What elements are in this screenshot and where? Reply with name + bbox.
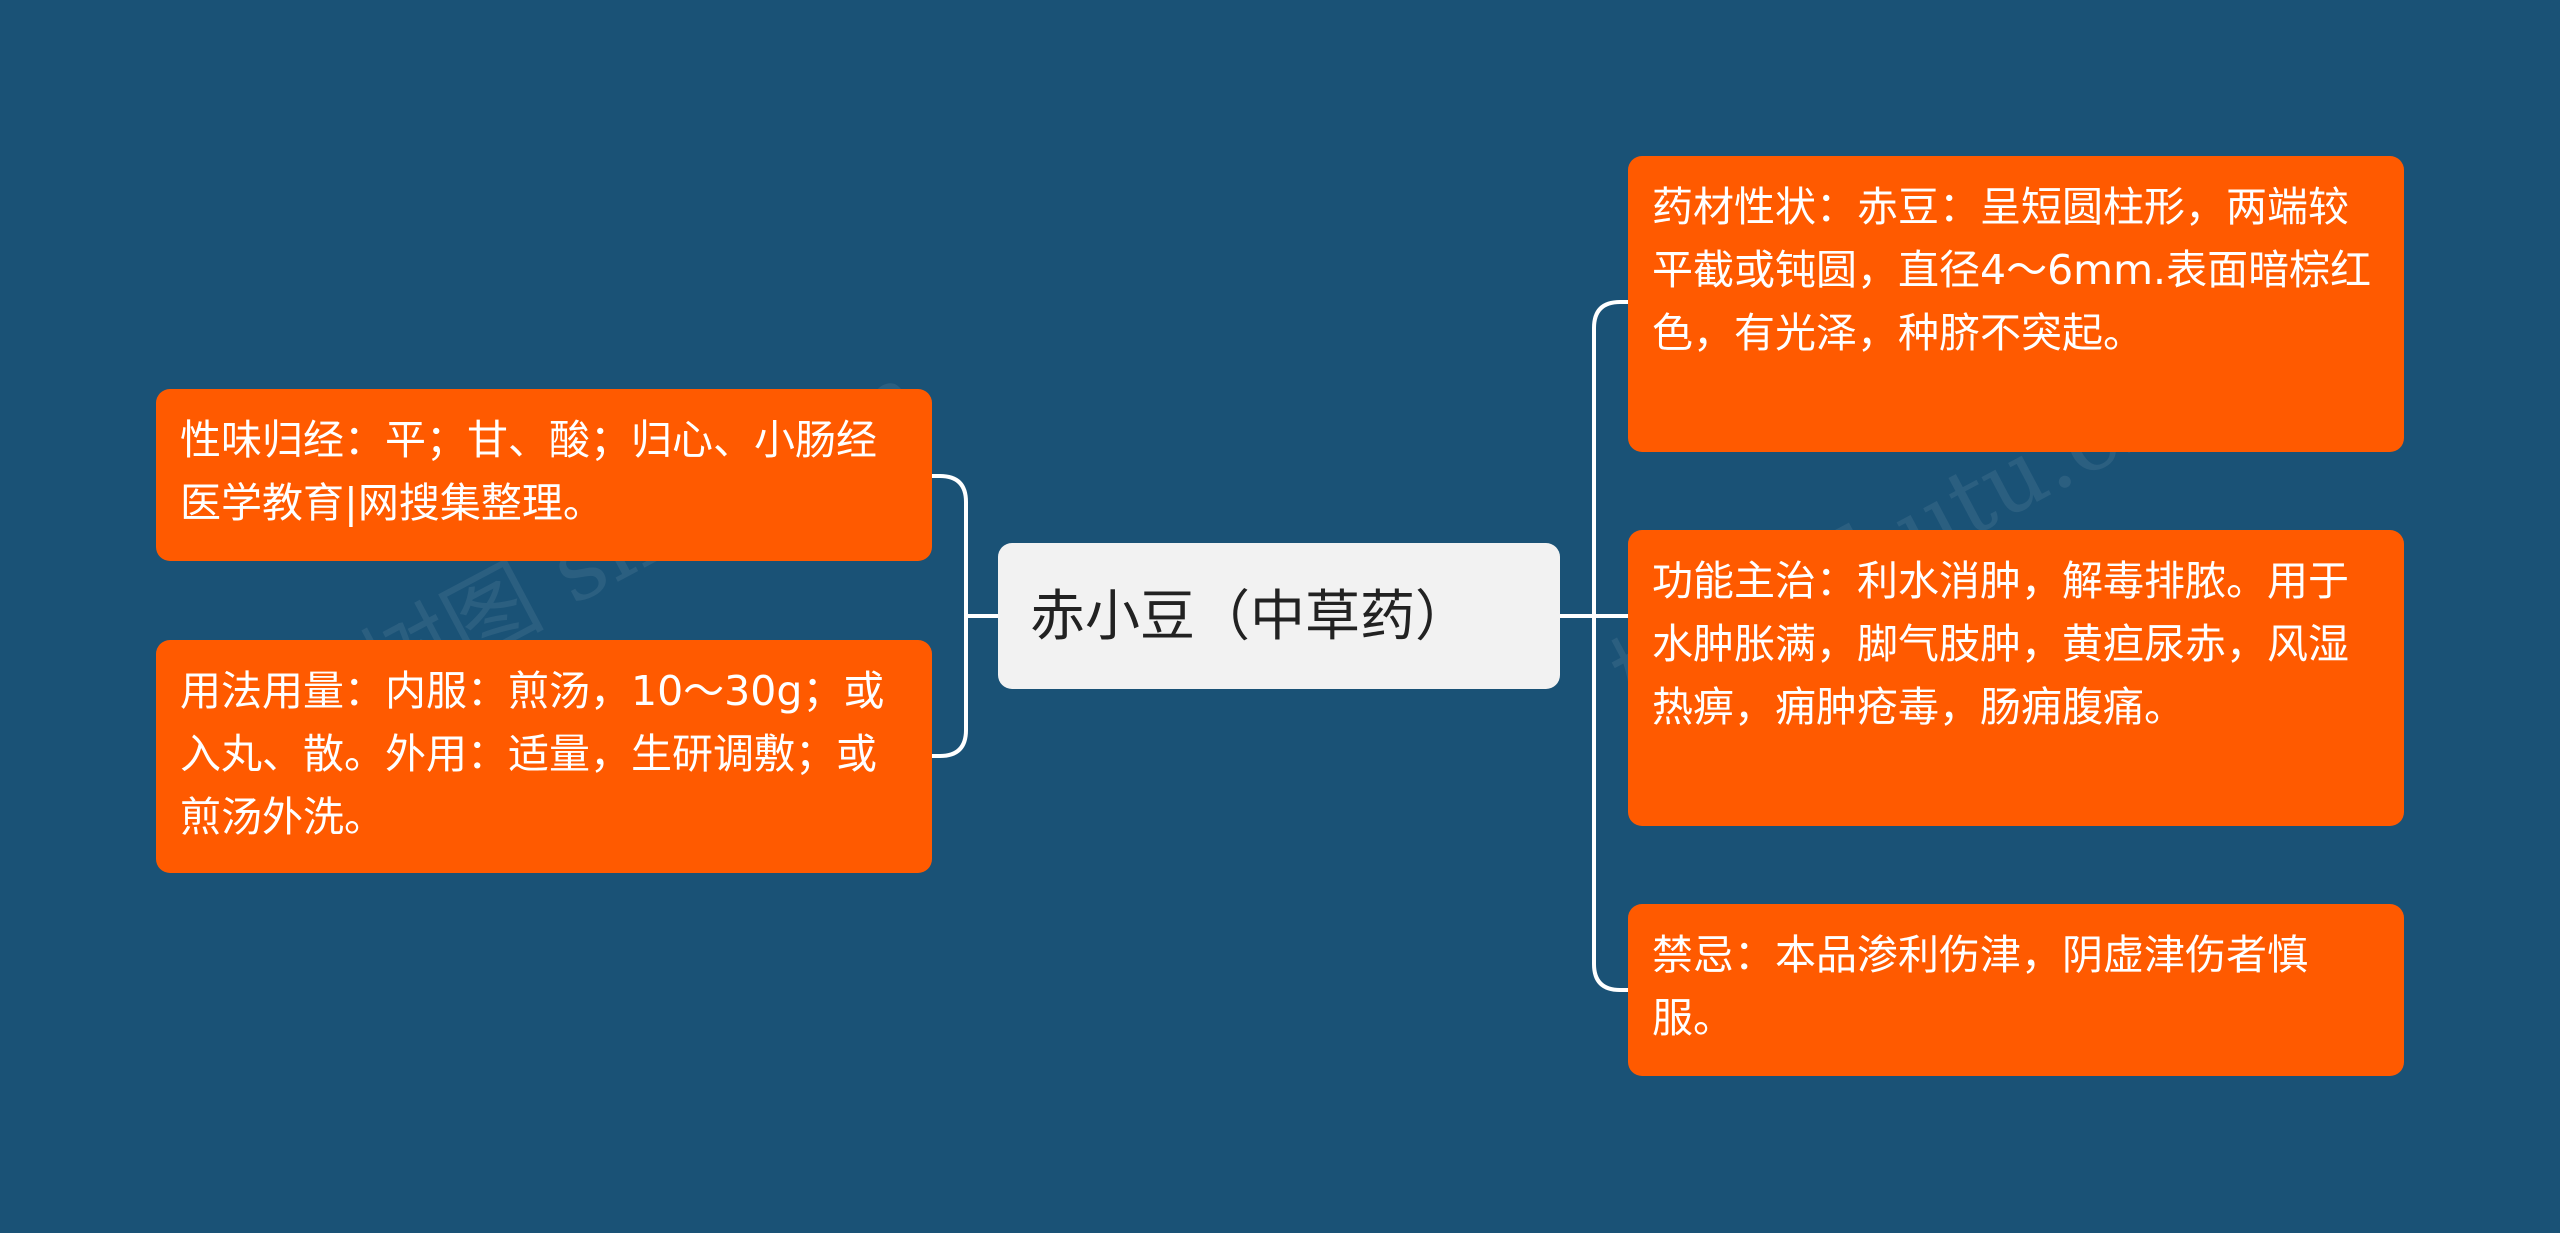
left-node-usage-dosage[interactable]: 用法用量：内服：煎汤，10～30g；或入丸、散。外用：适量，生研调敷；或煎汤外洗… <box>156 640 932 873</box>
right-node-functions[interactable]: 功能主治：利水消肿，解毒排脓。用于水肿胀满，脚气肢肿，黄疸尿赤，风湿热痹，痈肿疮… <box>1628 530 2404 826</box>
connector-left-0 <box>930 474 968 618</box>
left-node-flavor-meridian[interactable]: 性味归经：平；甘、酸；归心、小肠经医学教育|网搜集整理。 <box>156 389 932 561</box>
connector-right-2 <box>1592 614 1630 992</box>
right-node-contraindications[interactable]: 禁忌：本品渗利伤津，阴虚津伤者慎服。 <box>1628 904 2404 1076</box>
connector-right-0 <box>1592 300 1630 618</box>
root-node[interactable]: 赤小豆（中草药） <box>998 543 1560 689</box>
right-node-material-traits[interactable]: 药材性状：赤豆：呈短圆柱形，两端较平截或钝圆，直径4～6mm.表面暗棕红色，有光… <box>1628 156 2404 452</box>
connector-left-1 <box>930 614 968 758</box>
